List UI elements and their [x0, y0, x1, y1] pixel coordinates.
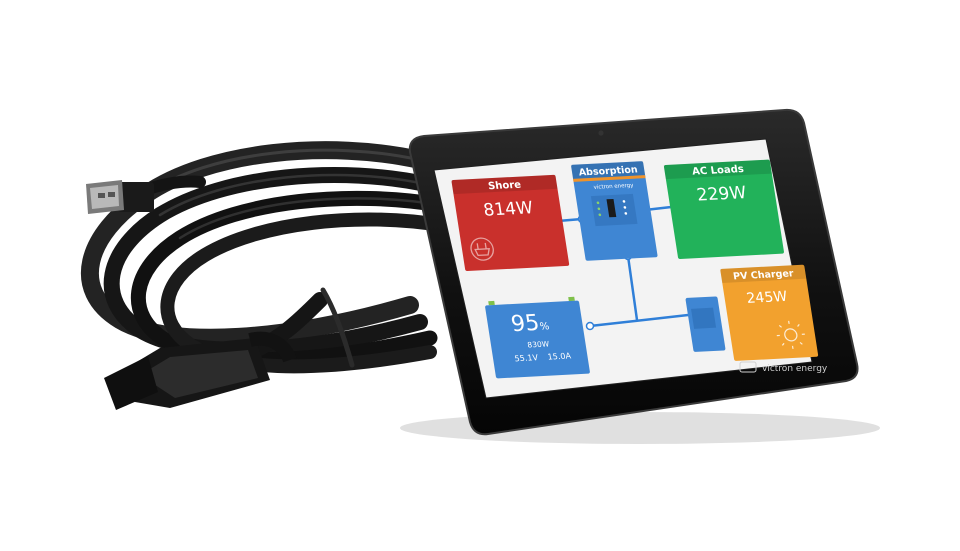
pv-inverter-tile — [685, 296, 726, 352]
battery-soc-value: 95 — [509, 310, 541, 337]
pv-charger-tile[interactable]: PV Charger 245W — [720, 264, 819, 361]
battery-soc: 95% — [509, 309, 550, 337]
brand-logo: victron energy — [739, 361, 828, 374]
usb-cable-coil — [80, 141, 448, 374]
inverter-title: Absorption — [578, 165, 639, 179]
battery-current: 15.0A — [547, 351, 572, 361]
hdmi-connector — [104, 331, 297, 410]
usb-a-connector — [86, 180, 154, 214]
inverter-icon — [590, 193, 638, 227]
shore-value: 814W — [482, 198, 534, 220]
ac-loads-tile[interactable]: AC Loads 229W — [663, 159, 785, 260]
shore-tile[interactable]: Shore 814W — [451, 174, 570, 272]
inverter-brand: victron energy — [593, 183, 634, 191]
ac-loads-value: 229W — [695, 183, 747, 205]
camera-icon — [598, 130, 604, 136]
shore-title: Shore — [487, 180, 522, 193]
pv-charger-title: PV Charger — [732, 268, 794, 282]
ac-loads-title: AC Loads — [691, 164, 744, 178]
bezel-brand-label: victron energy — [762, 364, 828, 374]
battery-soc-unit: % — [539, 321, 550, 332]
plug-icon — [470, 237, 494, 261]
pv-charger-value: 245W — [745, 289, 788, 307]
sun-icon — [776, 320, 805, 349]
inverter-tile[interactable]: Absorption victron energy — [570, 161, 658, 261]
touch-display-device: Shore 814W Absorption victron energy — [408, 108, 859, 436]
battery-power: 830W — [527, 339, 551, 349]
battery-tile[interactable]: 95% 830W 55.1V 15.0A — [484, 296, 590, 379]
battery-voltage: 55.1V — [514, 353, 539, 363]
